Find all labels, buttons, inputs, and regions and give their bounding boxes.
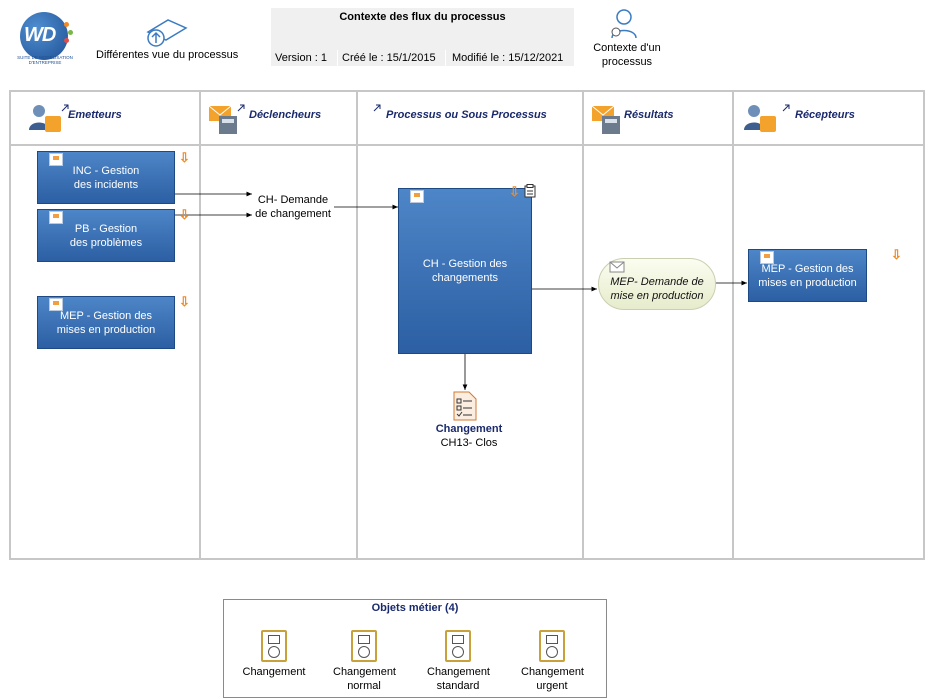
- link-arrow-icon[interactable]: [61, 104, 69, 112]
- context-user-icon[interactable]: [608, 8, 638, 40]
- drilldown-arrow-icon[interactable]: ⇩: [891, 247, 902, 262]
- business-object-state: CH13- Clos: [440, 437, 498, 449]
- lane-title-emitters: Emetteurs: [68, 109, 122, 121]
- flag-icon: [49, 298, 63, 311]
- drilldown-arrow-icon[interactable]: ⇩: [179, 150, 190, 165]
- link-arrow-icon[interactable]: [782, 104, 790, 112]
- emitter-mep-label: MEP - Gestion des mises en production: [56, 309, 156, 336]
- process-context-link[interactable]: Contexte d'un processus: [593, 42, 661, 68]
- version-label: Version : 1: [271, 50, 338, 66]
- lane-title-triggers: Déclencheurs: [249, 109, 322, 121]
- emitter-pb-label: PB - Gestion des problèmes: [69, 222, 143, 249]
- emitter-mep-process[interactable]: MEP - Gestion des mises en production: [37, 296, 175, 349]
- legend-item-changement-normal[interactable]: Changement normal: [324, 630, 404, 693]
- result-event[interactable]: MEP- Demande de mise en production: [598, 258, 716, 310]
- legend-title: Objets métier (4): [371, 602, 459, 614]
- business-objects-legend: Objets métier (4) Changement Changement …: [223, 599, 607, 698]
- flag-icon: [410, 190, 424, 203]
- clipboard-icon[interactable]: [524, 184, 536, 198]
- logo-text: WD: [24, 24, 56, 46]
- business-object-card-icon: [261, 630, 287, 662]
- process-views-icon[interactable]: [144, 18, 188, 48]
- main-process-box[interactable]: CH - Gestion des changements: [398, 188, 532, 354]
- drilldown-arrow-icon[interactable]: ⇩: [179, 294, 190, 309]
- legend-item-changement-standard[interactable]: Changement standard: [418, 630, 498, 693]
- trigger-change-request[interactable]: CH- Demande de changement: [255, 194, 331, 220]
- emitter-inc-process[interactable]: INC - Gestion des incidents: [37, 151, 175, 204]
- business-object-icon[interactable]: [452, 391, 478, 421]
- user-group-icon: [29, 105, 61, 132]
- business-object-card-icon: [445, 630, 471, 662]
- flag-icon: [49, 153, 63, 166]
- mail-phone-icon: [591, 105, 620, 134]
- drilldown-arrow-icon[interactable]: ⇩: [179, 207, 190, 222]
- lane-body-results: [582, 144, 734, 560]
- main-process-label: CH - Gestion des changements: [422, 258, 508, 284]
- created-date: Créé le : 15/1/2015: [338, 50, 446, 66]
- flag-icon: [49, 211, 63, 224]
- user-group-icon: [744, 105, 776, 132]
- logo: [20, 12, 68, 60]
- legend-item-label: Changement normal: [333, 666, 396, 692]
- modified-date: Modifié le : 15/12/2021: [452, 52, 564, 64]
- lane-title-results: Résultats: [624, 109, 674, 121]
- business-object-title: Changement: [435, 423, 503, 435]
- business-object-card-icon: [539, 630, 565, 662]
- emitter-inc-label: INC - Gestion des incidents: [72, 164, 140, 191]
- receiver-mep-label: MEP - Gestion des mises en production: [758, 262, 857, 289]
- link-arrow-icon[interactable]: [237, 104, 245, 112]
- legend-item-label: Changement standard: [427, 666, 490, 692]
- result-event-label: MEP- Demande de mise en production: [610, 276, 704, 302]
- flag-icon: [760, 251, 774, 264]
- lane-body-receivers: [732, 144, 925, 560]
- lane-header-process: Processus ou Sous Processus: [356, 90, 584, 147]
- legend-item-changement[interactable]: Changement: [234, 630, 314, 679]
- title-box: [271, 8, 574, 66]
- business-object-card-icon: [351, 630, 377, 662]
- legend-item-label: Changement urgent: [521, 666, 584, 692]
- lane-header-emitters: Emetteurs: [9, 90, 201, 147]
- envelope-icon: [609, 261, 625, 273]
- legend-item-changement-urgent[interactable]: Changement urgent: [512, 630, 592, 693]
- drilldown-arrow-icon[interactable]: ⇩: [509, 184, 520, 199]
- page-title: Contexte des flux du processus: [339, 11, 506, 23]
- lane-title-process: Processus ou Sous Processus: [386, 109, 547, 121]
- mail-phone-icon: [208, 105, 237, 134]
- process-views-link[interactable]: Différentes vue du processus: [96, 49, 239, 61]
- link-arrow-icon[interactable]: [373, 104, 381, 112]
- logo-subtitle: SUITE DE MODÉLISATION D'ENTREPRISE: [17, 55, 73, 65]
- lane-title-receivers: Récepteurs: [795, 109, 855, 121]
- legend-item-label: Changement: [242, 666, 306, 678]
